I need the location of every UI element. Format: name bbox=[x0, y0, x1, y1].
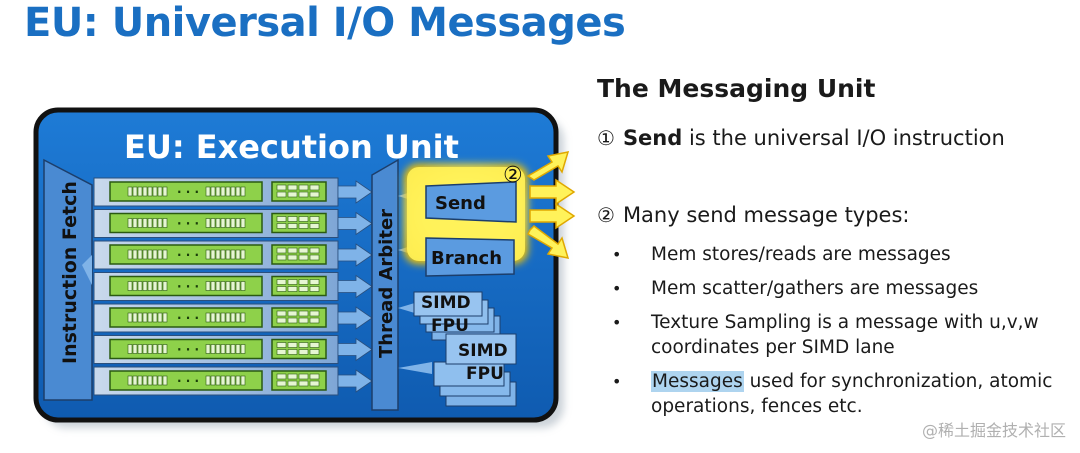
callout-marker: ② bbox=[503, 163, 523, 188]
row-arrows bbox=[337, 180, 373, 393]
instruction-fetch-block: Instruction Fetch bbox=[43, 158, 93, 401]
thread-row: · · · bbox=[93, 366, 339, 396]
highlighted-word: Messages bbox=[651, 371, 744, 392]
watermark: @稀土掘金技术社区 bbox=[921, 421, 1066, 440]
branch-block: Branch bbox=[425, 237, 515, 277]
thread-arbiter-label: Thread Arbiter bbox=[376, 209, 397, 358]
svg-text:· · ·: · · · bbox=[177, 280, 199, 294]
thread-arbiter-block: Thread Arbiter bbox=[371, 158, 399, 411]
svg-text:· · ·: · · · bbox=[177, 185, 199, 199]
simd-fpu-2-line1: SIMD bbox=[458, 341, 508, 361]
thread-row: · · · bbox=[93, 177, 339, 207]
thread-row: · · · bbox=[93, 335, 339, 364]
branch-label: Branch bbox=[431, 248, 502, 269]
point-2-text: Many send message types: bbox=[622, 203, 910, 227]
message-type-list: •Mem stores/reads are messages •Mem scat… bbox=[612, 242, 1072, 428]
thread-rows: · · · · · · · · · · · · · · · · · · · · · bbox=[93, 177, 339, 396]
list-item: •Mem stores/reads are messages bbox=[612, 244, 951, 265]
point-1-bold: Send bbox=[622, 126, 683, 150]
thread-row: · · · bbox=[93, 303, 339, 333]
svg-text:· · ·: · · · bbox=[177, 248, 199, 262]
point-1-number: ① bbox=[597, 126, 615, 150]
simd-fpu-2-line2: FPU bbox=[466, 364, 504, 384]
simd-fpu-1-line2: FPU bbox=[431, 316, 469, 336]
bullet-text: Texture Sampling is a message with u,v,w… bbox=[651, 312, 1039, 358]
send-block: Send bbox=[425, 181, 517, 223]
bullet-text: Mem stores/reads are messages bbox=[651, 244, 951, 265]
svg-text:· · ·: · · · bbox=[177, 343, 199, 357]
list-item: •Messages used for synchronization, atom… bbox=[612, 371, 1053, 417]
point-1: ① Send is the universal I/O instruction bbox=[597, 126, 1005, 150]
svg-text:· · ·: · · · bbox=[177, 217, 199, 231]
thread-row: · · · bbox=[93, 272, 339, 301]
svg-text:· · ·: · · · bbox=[177, 311, 199, 325]
svg-text:· · ·: · · · bbox=[177, 374, 199, 388]
message-arrows bbox=[526, 151, 576, 259]
simd-fpu-1-line1: SIMD bbox=[421, 293, 471, 313]
panel-heading: The Messaging Unit bbox=[597, 74, 876, 103]
list-item: •Mem scatter/gathers are messages bbox=[612, 278, 979, 299]
slide-title: EU: Universal I/O Messages bbox=[24, 0, 626, 46]
eu-heading: EU: Execution Unit bbox=[124, 128, 459, 166]
bullet-text: Mem scatter/gathers are messages bbox=[651, 278, 979, 299]
send-label: Send bbox=[435, 193, 486, 214]
simd-fpu-stack-2: SIMD FPU bbox=[433, 333, 517, 407]
simd-fpu-stack-1: SIMD FPU bbox=[413, 291, 501, 341]
thread-row: · · · bbox=[93, 240, 339, 270]
list-item: •Texture Sampling is a message with u,v,… bbox=[612, 312, 1039, 358]
point-1-text: is the universal I/O instruction bbox=[682, 126, 1005, 150]
bullet-text: used for synchronization, atomic operati… bbox=[651, 371, 1053, 417]
thread-row: · · · bbox=[93, 209, 339, 238]
instruction-fetch-label: Instruction Fetch bbox=[59, 181, 81, 364]
point-2: ② Many send message types: bbox=[597, 203, 910, 227]
execution-unit-diagram: Instruction Fetch · · ·· · ·· · ·· · ·· … bbox=[33, 107, 576, 428]
point-2-number: ② bbox=[597, 203, 615, 227]
